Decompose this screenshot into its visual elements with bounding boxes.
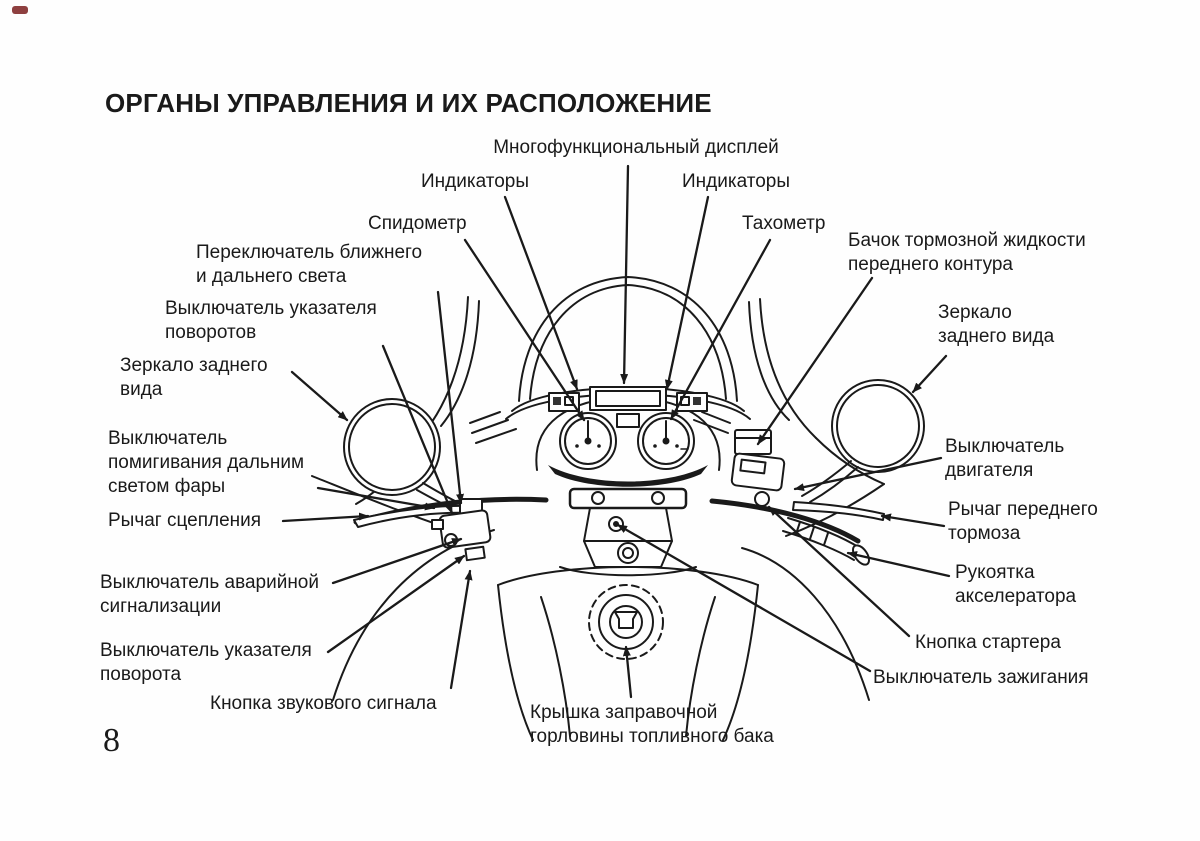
label-multifunction-display: Многофункциональный дисплей [493, 137, 779, 158]
starter-button-part [754, 491, 770, 507]
leader-beam-switch [436, 290, 465, 505]
label-mirror-right: Зеркало заднего вида [938, 302, 1055, 347]
horn-button-part [464, 545, 486, 562]
left-switchgear [353, 498, 492, 562]
leader-turn-signal-upper [381, 344, 454, 515]
leader-indicators-right [664, 195, 710, 391]
label-mirror-left: Зеркало заднего вида [120, 355, 268, 400]
label-clutch-lever: Рычаг сцепления [108, 510, 262, 531]
display-screen [595, 390, 661, 407]
leader-throttle-grip [846, 551, 951, 578]
handlebar [353, 487, 861, 577]
indicator-lamp [693, 397, 701, 405]
label-turn-signal-upper: Выключатель указателя поворотов [165, 298, 377, 343]
leader-indicators-left [503, 195, 579, 391]
label-throttle-grip: Рукоятка акселератора [955, 562, 1077, 607]
leader-hazard-switch [331, 537, 463, 585]
label-headlight-flasher: Выключатель помигивания дальним светом ф… [108, 428, 305, 497]
label-horn-button: Кнопка звукового сигнала [210, 693, 437, 714]
label-indicators-left: Индикаторы [421, 171, 530, 192]
leader-ignition-switch [616, 523, 872, 673]
tachometer-gauge [637, 412, 695, 470]
label-fuel-filler-cap: Крышка заправочной горловины топливного … [530, 702, 774, 747]
label-brake-fluid-reservoir: Бачок тормозной жидкости переднего конту… [848, 230, 1086, 275]
leader-horn-button [449, 569, 473, 690]
fuel-tank [497, 566, 759, 741]
leader-fuel-filler-cap [622, 645, 633, 699]
display-button [616, 413, 640, 428]
label-tachometer: Тахометр [742, 213, 826, 234]
leader-mirror-right [911, 354, 948, 394]
label-speedometer: Спидометр [368, 213, 467, 234]
leader-headlight-flasher [316, 486, 436, 511]
page-title: ОРГАНЫ УПРАВЛЕНИЯ И ИХ РАСПОЛОЖЕНИЕ [105, 88, 712, 118]
fuel-filler-cap-part [614, 611, 638, 629]
leader-front-brake-lever [880, 513, 946, 528]
label-front-brake-lever: Рычаг переднего тормоза [948, 499, 1098, 544]
leader-tachometer [669, 238, 772, 421]
leader-mirror-left [290, 370, 349, 422]
scan-artifact [12, 6, 28, 14]
label-ignition-switch: Выключатель зажигания [873, 667, 1089, 688]
speedometer-gauge [559, 412, 617, 470]
label-starter-button: Кнопка стартера [915, 632, 1061, 653]
label-engine-stop: Выключатель двигателя [945, 436, 1065, 481]
leader-turn-signal-lower [326, 554, 466, 654]
leader-starter-button [767, 505, 911, 638]
right-switchgear [730, 429, 885, 566]
instrument-cluster [535, 386, 721, 487]
engine-stop-switch-part [739, 458, 767, 475]
label-indicators-right: Индикаторы [682, 171, 791, 192]
leader-brake-fluid-reservoir [756, 276, 874, 446]
label-turn-signal-lower: Выключатель указателя поворота [100, 640, 312, 685]
leader-multifunction-display [620, 164, 630, 385]
label-beam-switch: Переключатель ближнего и дальнего света [196, 242, 423, 287]
page-number: 8 [103, 722, 120, 759]
leader-speedometer [463, 238, 586, 422]
leader-lines [281, 164, 951, 699]
label-hazard-switch: Выключатель аварийной сигнализации [100, 572, 319, 617]
indicator-lamp [553, 397, 561, 405]
leader-clutch-lever [281, 512, 370, 523]
cluster-shadow [548, 465, 708, 487]
leader-engine-stop [793, 456, 943, 492]
